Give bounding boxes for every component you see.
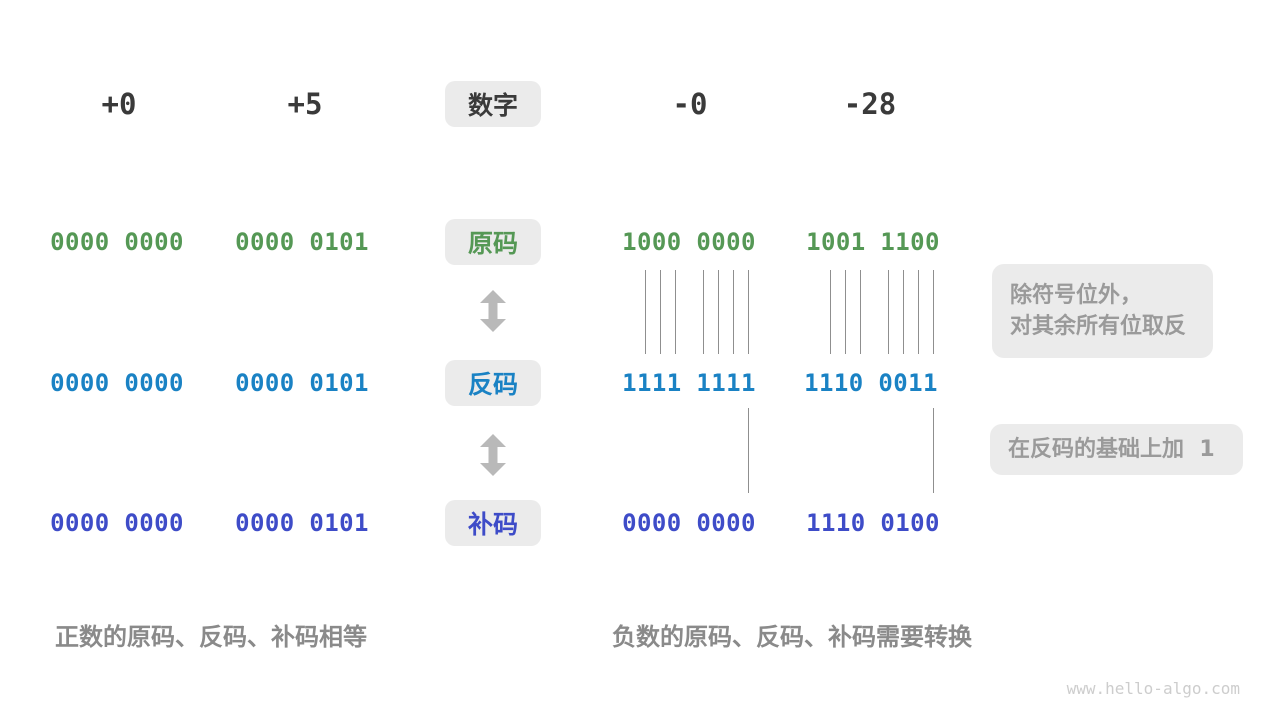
sign-magnitude-minus28: 1001 1100: [806, 228, 940, 256]
ones-complement-label-box: 反码: [445, 360, 541, 406]
header-value-minus28: -28: [843, 87, 897, 121]
note-invert-line2: 对其余所有位取反: [1010, 314, 1187, 339]
watermark: www.hello-algo.com: [1066, 679, 1240, 698]
note-invert-bits: 除符号位外， 对其余所有位取反: [992, 264, 1213, 358]
twos-complement-plus0: 0000 0000: [50, 509, 184, 537]
double-arrow-icon: [480, 434, 506, 476]
caption-negative: 负数的原码、反码、补码需要转换: [612, 623, 972, 651]
sign-magnitude-label-text: 原码: [467, 229, 518, 258]
twos-complement-minus0: 0000 0000: [622, 509, 756, 537]
ones-complement-label-text: 反码: [467, 370, 518, 399]
ones-complement-minus0: 1111 1111: [622, 369, 756, 397]
ones-complement-plus5: 0000 0101: [235, 369, 369, 397]
sign-magnitude-plus5: 0000 0101: [235, 228, 369, 256]
header-value-plus0: +0: [101, 87, 137, 121]
ones-complement-minus28: 1110 0011: [804, 369, 938, 397]
sign-magnitude-label-box: 原码: [445, 219, 541, 265]
note-add-one-text: 在反码的基础上加 1: [1008, 437, 1215, 462]
twos-complement-plus5: 0000 0101: [235, 509, 369, 537]
double-arrow-icon: [480, 290, 506, 332]
note-invert-line1: 除符号位外，: [1010, 283, 1143, 308]
header-value-plus5: +5: [287, 87, 323, 121]
header-value-minus0: -0: [672, 87, 708, 121]
sign-magnitude-minus0: 1000 0000: [622, 228, 756, 256]
note-add-one: 在反码的基础上加 1: [990, 424, 1243, 475]
twos-complement-minus28: 1110 0100: [806, 509, 940, 537]
caption-positive: 正数的原码、反码、补码相等: [55, 623, 367, 651]
sign-magnitude-plus0: 0000 0000: [50, 228, 184, 256]
header-label-text: 数字: [467, 91, 518, 120]
twos-complement-label-box: 补码: [445, 500, 541, 546]
ones-complement-plus0: 0000 0000: [50, 369, 184, 397]
header-label-box: 数字: [445, 81, 541, 127]
twos-complement-label-text: 补码: [467, 510, 518, 539]
